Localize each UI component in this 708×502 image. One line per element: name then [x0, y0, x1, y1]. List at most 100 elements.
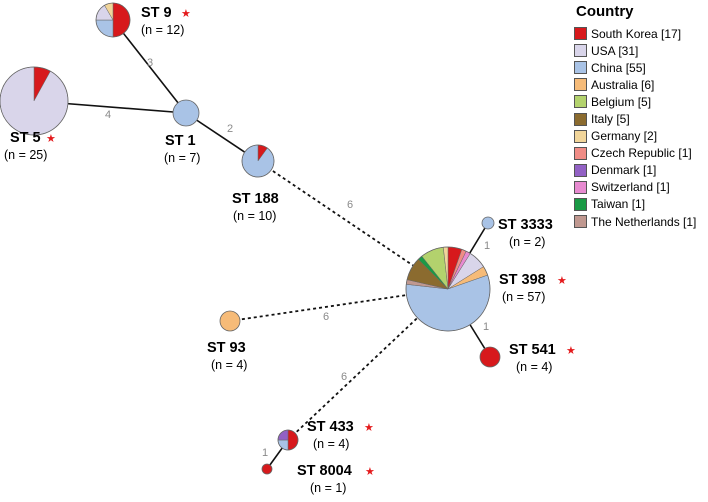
pie-outline — [277, 429, 299, 451]
legend-swatch — [574, 146, 587, 160]
pie-slice-south-korea — [479, 346, 501, 368]
node-name: ST 541 — [509, 342, 556, 358]
pie-outline — [241, 144, 275, 178]
node-name: ST 188 — [232, 191, 279, 207]
edge-st433-st398 — [287, 288, 449, 441]
legend-label: Switzerland [1] — [591, 180, 670, 195]
node-st1 — [172, 99, 200, 127]
node-st93 — [219, 310, 241, 332]
legend-item: Germany [2] — [574, 128, 708, 145]
star-marker: ★ — [365, 465, 375, 478]
legend-swatch — [574, 180, 587, 194]
legend-label: The Netherlands [1] — [591, 214, 697, 229]
pie-outline — [405, 246, 491, 332]
edge-distance-label: 3 — [147, 57, 153, 69]
node-label-st93: ST 93 (n = 4) — [207, 340, 247, 372]
node-count: (n = 7) — [164, 151, 200, 165]
legend-label: China [55] — [591, 60, 646, 75]
node-st433 — [277, 429, 299, 451]
node-st5 — [0, 66, 69, 136]
pie-slice-south-korea — [287, 429, 299, 451]
node-name: ST 3333 — [498, 217, 553, 233]
edge-distance-label: 1 — [484, 240, 490, 252]
country-legend: Country South Korea [17]USA [31]China [5… — [574, 3, 708, 230]
edge-st188-st398 — [257, 160, 449, 290]
legend-label: USA [31] — [591, 43, 639, 58]
legend-item: The Netherlands [1] — [574, 213, 708, 230]
node-count: (n = 4) — [313, 437, 349, 451]
legend-label: Czech Republic [1] — [591, 146, 692, 161]
node-name: ST 433 — [307, 419, 354, 435]
node-count: (n = 4) — [516, 360, 552, 374]
legend-item: Belgium [5] — [574, 93, 708, 110]
legend-swatch — [574, 112, 587, 126]
legend-item: China [55] — [574, 59, 708, 76]
node-name: ST 5 — [10, 130, 41, 146]
node-name: ST 93 — [207, 340, 246, 356]
node-st188 — [241, 144, 275, 178]
node-st541 — [479, 346, 501, 368]
node-name: ST 1 — [165, 133, 196, 149]
pie-slice-china — [172, 99, 200, 127]
edge-distance-label: 6 — [347, 199, 353, 211]
legend-swatch — [574, 61, 587, 75]
legend-label: Belgium [5] — [591, 94, 652, 109]
node-count: (n = 25) — [4, 148, 47, 162]
legend-item: Australia [6] — [574, 76, 708, 93]
node-label-st541: ST 541 ★ (n = 4) — [509, 342, 576, 374]
pie-outline — [95, 2, 131, 38]
legend-swatch — [574, 78, 587, 92]
star-marker: ★ — [364, 421, 374, 434]
edge-distance-label: 2 — [227, 123, 233, 135]
edge-distance-label: 6 — [341, 371, 347, 383]
edge-st93-st398 — [229, 288, 449, 322]
node-name: ST 9 — [141, 5, 172, 21]
legend-item: Italy [5] — [574, 110, 708, 127]
node-label-st9: ST 9 ★ (n = 12) — [141, 5, 191, 37]
star-marker: ★ — [46, 132, 56, 145]
legend-label: Taiwan [1] — [591, 197, 646, 212]
node-label-st188: ST 188 (n = 10) — [232, 191, 279, 223]
node-label-st398: ST 398 ★ (n = 57) — [499, 272, 567, 304]
node-count: (n = 10) — [233, 209, 276, 223]
star-marker: ★ — [557, 274, 567, 287]
legend-label: South Korea [17] — [591, 26, 682, 41]
pie-slice-australia — [219, 310, 241, 332]
pie-slice-south-korea — [112, 2, 131, 38]
legend-item: USA [31] — [574, 42, 708, 59]
node-label-st8004: ST 8004 ★ (n = 1) — [297, 463, 375, 495]
node-label-st1: ST 1 (n = 7) — [164, 133, 200, 165]
edge-distance-label: 6 — [323, 311, 329, 323]
legend-swatch — [574, 95, 587, 109]
node-count: (n = 2) — [509, 235, 545, 249]
pie-slice-china — [481, 216, 495, 230]
node-label-st3333: ST 3333 (n = 2) — [498, 217, 553, 249]
legend-label: Denmark [1] — [591, 163, 657, 178]
node-name: ST 8004 — [297, 463, 352, 479]
legend-swatch — [574, 44, 587, 58]
node-st8004 — [261, 463, 273, 475]
legend-items: South Korea [17] USA [31] China [55]Austra… — [574, 25, 708, 230]
edges-layer: 3 4 2 6 1 6 1 6 1 — [33, 19, 491, 470]
node-count: (n = 12) — [141, 23, 184, 37]
legend-swatch — [574, 197, 587, 211]
edge-distance-label: 1 — [483, 321, 489, 333]
legend-swatch — [574, 27, 587, 41]
pie-outline — [0, 66, 69, 136]
legend-swatch — [574, 215, 587, 229]
edge-distance-label: 4 — [105, 109, 111, 121]
legend-item: Taiwan [1] — [574, 196, 708, 213]
node-st9 — [95, 2, 131, 38]
node-count: (n = 4) — [211, 358, 247, 372]
legend-item: Czech Republic [1] — [574, 145, 708, 162]
node-label-st5: ST 5 ★ (n = 25) — [4, 130, 56, 162]
edge-distance-label: 1 — [262, 447, 268, 459]
node-count: (n = 57) — [502, 290, 545, 304]
legend-swatch — [574, 129, 587, 143]
node-label-st433: ST 433 ★ (n = 4) — [307, 419, 374, 451]
star-marker: ★ — [566, 344, 576, 357]
star-marker: ★ — [181, 7, 191, 20]
node-st3333 — [481, 216, 495, 230]
legend-item: Switzerland [1] — [574, 179, 708, 196]
